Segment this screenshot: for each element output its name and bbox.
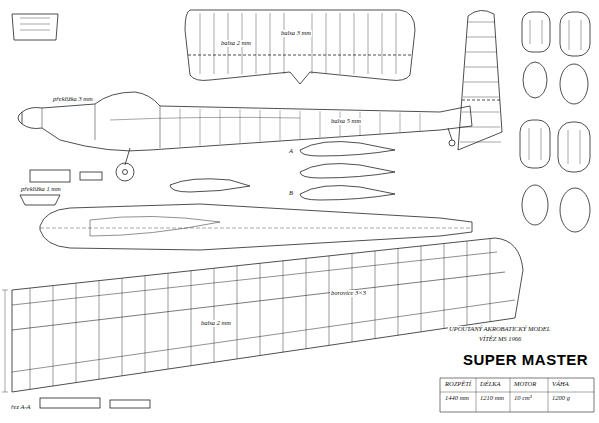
material-note: balsa 2 mm: [220, 40, 252, 47]
rib-stroke: [260, 110, 261, 142]
rib-stroke: [168, 273, 169, 369]
rib-stroke: [240, 110, 241, 143]
rib-stroke: [214, 268, 215, 362]
rib-stroke: [122, 278, 123, 376]
rib-stroke: [568, 130, 569, 164]
rib-stroke: [300, 111, 301, 139]
rib-stroke: [352, 253, 353, 342]
rib-stroke: [284, 13, 285, 74]
spec-cell: ROZPĚTÍ: [444, 381, 472, 388]
rib-stroke: [530, 20, 531, 44]
rib-stroke: [581, 20, 582, 50]
rib-stroke: [145, 276, 146, 373]
rib-stroke: [30, 288, 31, 389]
material-note: překližka 3 mm: [52, 96, 94, 103]
rib-stroke: [326, 13, 327, 74]
rib-stroke: [191, 271, 192, 366]
plan-title: SUPER MASTER: [462, 352, 589, 367]
rib-stroke: [396, 13, 397, 74]
rib-stroke: [468, 22, 495, 23]
rib-stroke: [421, 246, 422, 332]
rib-stroke: [463, 97, 499, 98]
spec-cell: UPOUTANÝ AKROBATICKÝ MODEL: [448, 326, 551, 333]
rib-stroke: [283, 261, 284, 352]
spec-cell: VÍTĚZ MS 1966: [478, 336, 522, 343]
rib-stroke: [444, 243, 445, 328]
spec-cell: 1440 mm: [444, 395, 470, 402]
spec-cell: MOTOR: [513, 381, 537, 388]
rib-stroke: [398, 248, 399, 335]
rib-stroke: [382, 13, 383, 74]
material-note: balsa 2 mm: [200, 320, 232, 327]
section-mark: řez A-A: [10, 404, 32, 411]
rib-stroke: [490, 239, 491, 322]
rib-stroke: [340, 13, 341, 74]
rib-stroke: [256, 13, 257, 74]
material-note: překližka 1 mm: [20, 186, 62, 193]
rib-stroke: [180, 108, 181, 146]
rib-stroke: [237, 266, 238, 359]
section-mark: B: [288, 190, 294, 197]
rib-stroke: [312, 13, 313, 74]
rib-stroke: [420, 113, 421, 131]
rib-stroke: [375, 251, 376, 339]
rib-stroke: [214, 13, 215, 74]
spec-cell: 1200 g: [551, 395, 571, 402]
rib-stroke: [354, 13, 355, 74]
rib-stroke: [569, 20, 570, 50]
rib-stroke: [260, 263, 261, 355]
rib-stroke: [542, 20, 543, 44]
rib-stroke: [462, 112, 500, 113]
rib-stroke: [464, 82, 498, 83]
rib-stroke: [400, 113, 401, 133]
rib-stroke: [306, 258, 307, 348]
rib-stroke: [467, 37, 496, 38]
rib-stroke: [529, 128, 530, 160]
rib-stroke: [465, 67, 497, 68]
rib-stroke: [280, 110, 281, 140]
rib-stroke: [460, 142, 501, 143]
rib-stroke: [99, 281, 100, 380]
rib-stroke: [200, 13, 201, 74]
spec-cell: 10 cm³: [513, 395, 533, 402]
rib-stroke: [368, 13, 369, 74]
rib-stroke: [220, 109, 221, 144]
material-note: borovice 3×3: [330, 290, 367, 297]
material-note: balsa 5 mm: [330, 118, 362, 125]
rib-stroke: [200, 109, 201, 146]
rib-stroke: [270, 13, 271, 74]
rib-stroke: [329, 256, 330, 345]
rib-stroke: [320, 111, 321, 137]
spec-cell: DÉLKA: [479, 381, 502, 388]
material-note: balsa 3 mm: [280, 30, 312, 37]
section-mark: A: [288, 148, 294, 155]
spec-cell: VÁHA: [551, 381, 570, 388]
rib-stroke: [76, 283, 77, 382]
rib-stroke: [467, 241, 468, 325]
rib-stroke: [380, 112, 381, 133]
spec-cell: 1210 mm: [479, 395, 505, 402]
rib-stroke: [580, 130, 581, 164]
rib-stroke: [466, 52, 497, 53]
rib-stroke: [53, 286, 54, 386]
rib-stroke: [541, 128, 542, 160]
